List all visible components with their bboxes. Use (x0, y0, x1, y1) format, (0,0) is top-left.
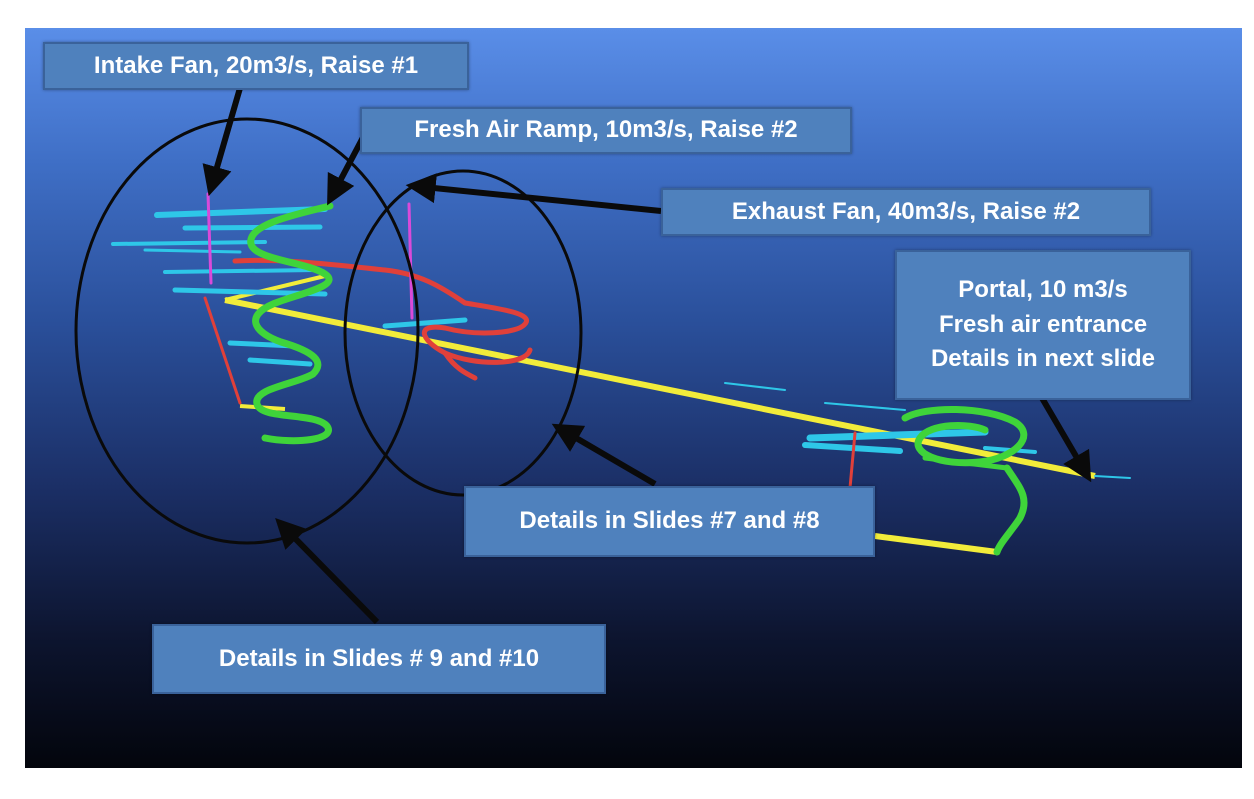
callout-intake-fan-text: Intake Fan, 20m3/s, Raise #1 (93, 51, 419, 79)
callout-details-7-8-text: Details in Slides #7 and #8 (519, 507, 820, 535)
mine-ventilation-model (74, 87, 1131, 625)
arrow-portal (1039, 396, 1092, 483)
callout-intake-fan: Intake Fan, 20m3/s, Raise #1 (43, 42, 469, 90)
intake-ramp-spiral (247, 202, 1028, 556)
callout-details-slides-9-10: Details in Slides # 9 and #10 (152, 624, 606, 694)
callout-portal: Portal, 10 m3/s Fresh air entrance Detai… (895, 250, 1191, 400)
callout-exhaust-fan-text: Exhaust Fan, 40m3/s, Raise #2 (731, 197, 1081, 225)
callout-portal-line-1: Portal, 10 m3/s (958, 275, 1128, 303)
slide-background: Intake Fan, 20m3/s, Raise #1 Fresh Air R… (25, 28, 1242, 768)
callout-exhaust-fan: Exhaust Fan, 40m3/s, Raise #2 (661, 188, 1151, 236)
ellipse-intake-zone (74, 117, 420, 545)
callout-fresh-air-ramp: Fresh Air Ramp, 10m3/s, Raise #2 (360, 107, 852, 154)
arrow-details-9-10 (275, 517, 380, 625)
exhaust-ramp (203, 257, 857, 490)
callout-fresh-air-ramp-text: Fresh Air Ramp, 10m3/s, Raise #2 (414, 116, 798, 144)
callout-portal-line-3: Details in next slide (930, 345, 1156, 373)
callout-details-slides-7-8: Details in Slides #7 and #8 (464, 486, 875, 557)
ellipse-exhaust-zone (343, 169, 583, 497)
arrow-exhaust-fan (405, 173, 662, 214)
ventilation-raises (206, 192, 414, 320)
main-decline-drift (224, 274, 1096, 555)
callout-details-9-10-text: Details in Slides # 9 and #10 (218, 644, 540, 672)
arrow-details-7-8 (551, 423, 657, 487)
arrow-intake-fan (202, 87, 243, 197)
level-drifts (111, 206, 1131, 479)
callout-portal-line-2: Fresh air entrance (938, 310, 1148, 338)
